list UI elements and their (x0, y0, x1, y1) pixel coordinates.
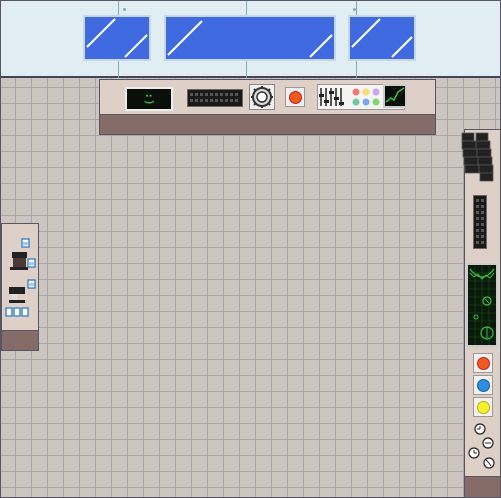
keyboard-keys-icon (190, 93, 238, 102)
yellow-button[interactable] (477, 401, 490, 414)
dial-knob-icon[interactable] (249, 84, 275, 110)
dial-face-icon (251, 86, 273, 108)
clock-cluster (468, 423, 495, 469)
console-base (99, 115, 436, 135)
window-wall (1, 1, 500, 78)
clock-icon (482, 437, 494, 449)
window-glare-icon (351, 18, 413, 58)
red-button-pad (473, 353, 493, 373)
window-pane-right (348, 15, 416, 61)
cup-icon (21, 238, 30, 248)
clock-icon (468, 447, 480, 459)
cup-icon (27, 279, 36, 289)
color-button-grid-icon[interactable] (350, 85, 390, 109)
window-pane-left (83, 15, 151, 61)
radar-screen-icon[interactable] (466, 263, 498, 347)
cup-icon (27, 258, 36, 268)
coffee-machine-icon (10, 252, 28, 270)
ceiling-sensor-icon (353, 8, 356, 11)
clock-icon (474, 423, 486, 435)
coffee-station-icons (5, 238, 36, 317)
top-control-console: :) (99, 79, 436, 135)
window-pane-center (164, 15, 336, 61)
vertical-keypad-icon[interactable] (473, 195, 487, 249)
cup-row-icon (5, 307, 29, 317)
left-coffee-counter (1, 223, 39, 351)
espresso-machine-icon (9, 287, 25, 303)
keypad-keys-icon (476, 199, 484, 244)
counter-base (1, 331, 39, 351)
monitor-face-text: :) (143, 92, 156, 106)
right-control-console (461, 129, 500, 497)
slider-panel-icon[interactable] (318, 85, 348, 109)
face-monitor[interactable]: :) (125, 87, 173, 111)
oscilloscope-wave-icon (385, 87, 405, 103)
window-glare-icon (86, 18, 148, 58)
red-button[interactable] (289, 91, 302, 104)
server-rack-icon[interactable] (460, 131, 496, 187)
radar-display-icon (468, 265, 496, 345)
blue-button[interactable] (477, 379, 490, 392)
window-glare-icon (167, 20, 333, 58)
red-button[interactable] (477, 357, 490, 370)
oscilloscope-icon[interactable] (383, 84, 407, 108)
ceiling-sensor-icon (123, 8, 126, 11)
red-button-pad (285, 87, 305, 107)
clock-icon (483, 457, 495, 469)
keyboard-icon[interactable] (187, 89, 243, 107)
console-base (464, 477, 500, 497)
yellow-button-pad (473, 397, 493, 417)
blue-button-pad (473, 375, 493, 395)
